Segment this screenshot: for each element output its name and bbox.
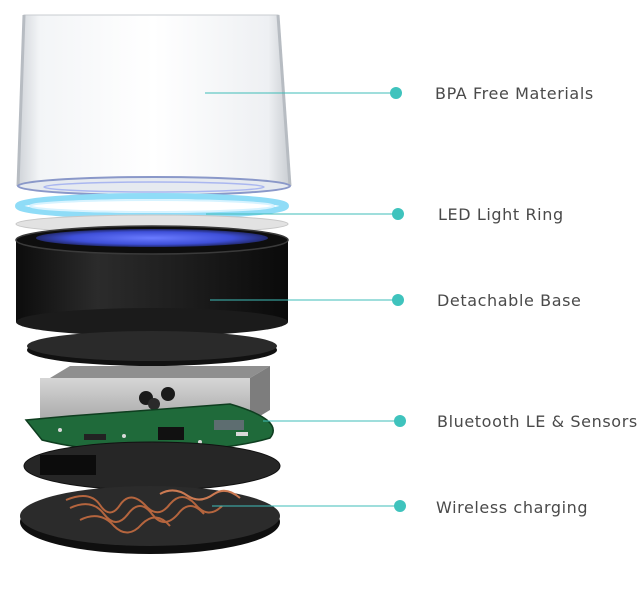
callout-dots: [390, 87, 406, 512]
glass-bottom-glow: [43, 181, 265, 193]
charging-disc-top: [20, 486, 280, 546]
callout-dot-bluetooth: [394, 415, 406, 427]
callout-dot-led: [392, 208, 404, 220]
component-dot-2: [58, 428, 62, 432]
component-dot: [122, 434, 126, 438]
charging-disc: [20, 486, 280, 554]
base-blue-glow: [36, 229, 268, 247]
base-plate: [27, 331, 277, 366]
component-dot-3: [198, 440, 202, 444]
detachable-base: [15, 225, 289, 336]
battery-top: [50, 366, 270, 378]
callout-dot-charging: [394, 500, 406, 512]
callout-dot-bpa: [390, 87, 402, 99]
callout-label-bpa-free-materials: BPA Free Materials: [435, 84, 594, 103]
chip-small: [84, 434, 106, 440]
led-ring-inner: [29, 199, 275, 213]
connector-hole-right: [161, 387, 175, 401]
holder-slot: [40, 455, 96, 475]
callout-label-detachable-base: Detachable Base: [437, 291, 582, 310]
callout-label-led-light-ring: LED Light Ring: [438, 205, 564, 224]
glass-body: [17, 14, 291, 194]
battery-side: [250, 366, 270, 422]
chip-main: [158, 427, 184, 440]
led-light-ring: [15, 193, 289, 219]
connector-hole-bottom: [148, 398, 160, 410]
callout-lines: [205, 92, 400, 507]
coil-wire-highlight: [159, 489, 241, 501]
callout-label-bluetooth-sensors: Bluetooth LE & Sensors: [437, 412, 638, 431]
component-bar: [236, 432, 248, 436]
callout-dot-base: [392, 294, 404, 306]
plate-top: [27, 331, 277, 361]
glass-cup: [16, 14, 292, 196]
holder-disc: [23, 441, 281, 491]
coil-wire: [65, 495, 223, 534]
callout-label-wireless-charging: Wireless charging: [436, 498, 589, 517]
glass-left-edge: [16, 14, 26, 187]
glass-right-edge: [276, 14, 292, 187]
chip-secondary: [214, 420, 244, 430]
base-bottom: [16, 308, 288, 336]
